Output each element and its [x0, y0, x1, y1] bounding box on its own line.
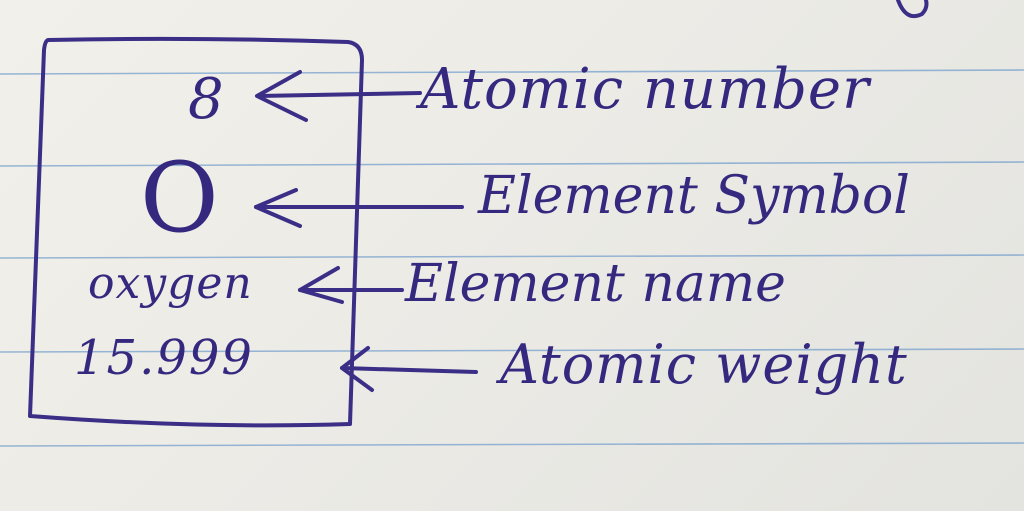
atomic-number-label: Atomic number: [420, 57, 870, 122]
atomic-number-value: 8: [188, 67, 224, 132]
element-name-value: oxygen: [88, 258, 253, 309]
element-symbol-value: O: [140, 142, 219, 254]
arrow-atomic-weight: [340, 346, 478, 392]
ruled-lines: [0, 69, 1024, 447]
atomic-weight-label: Atomic weight: [500, 333, 908, 396]
atomic-weight-value: 15.999: [74, 330, 254, 386]
element-symbol-label: Element Symbol: [478, 166, 910, 226]
element-name-label: Element name: [405, 254, 786, 314]
arrow-element-name: [298, 266, 404, 304]
arrow-atomic-number: [255, 70, 422, 122]
ruled-line: [0, 348, 1024, 353]
ruled-line: [0, 69, 1024, 75]
ruled-line: [0, 161, 1024, 167]
arrow-element-symbol: [254, 188, 464, 228]
ruled-line: [0, 254, 1024, 259]
stray-pen-mark: [896, 0, 929, 19]
element-box-outline: [28, 36, 364, 428]
ruled-line: [0, 442, 1024, 447]
